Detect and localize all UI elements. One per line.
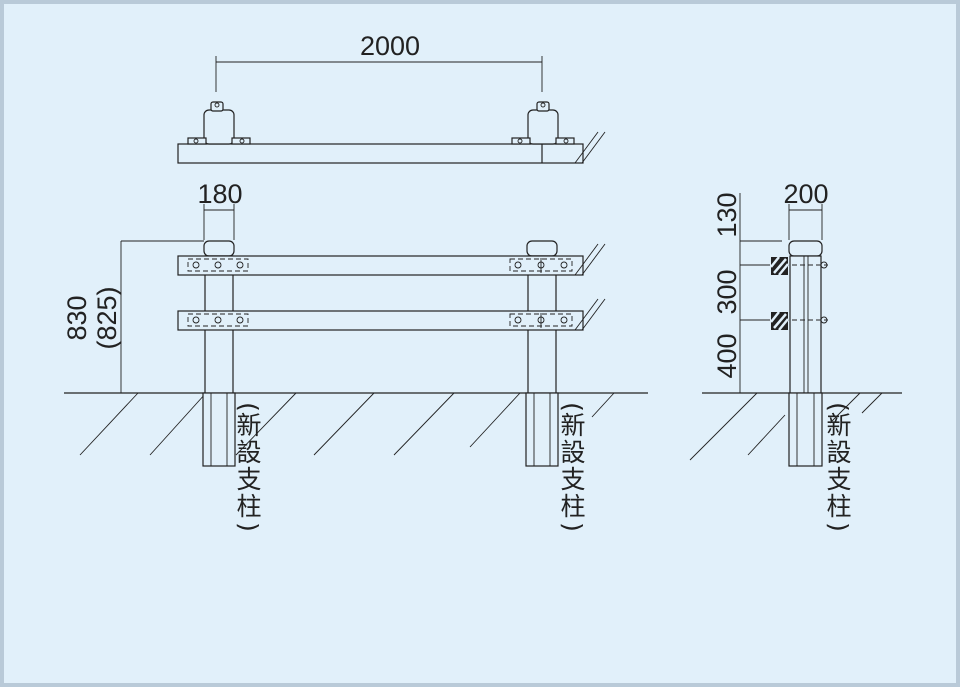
side-post-cap xyxy=(788,240,823,257)
guardrail-drawing: 2000 180 xyxy=(62,31,902,532)
plan-post-cap xyxy=(203,109,235,145)
side-ground-hatch xyxy=(689,392,883,461)
side-rail-lower-section xyxy=(770,311,789,331)
post-note-right-text: 新設支柱 xyxy=(826,411,851,521)
post-note-left: ( ) 新設支柱 xyxy=(234,402,263,532)
side-post-width-label: 200 xyxy=(783,179,828,209)
plan-rail-beam xyxy=(177,143,584,164)
post-note-middle-text: 新設支柱 xyxy=(560,411,585,521)
side-post-body xyxy=(789,255,822,394)
front-post-embedded xyxy=(202,392,236,467)
plan-post-left xyxy=(187,101,251,145)
side-gap-top-label: 130 xyxy=(712,192,742,237)
front-post-cap xyxy=(203,240,235,257)
svg-text:): ) xyxy=(824,522,853,532)
front-post-cap xyxy=(526,240,558,257)
side-post-embedded xyxy=(788,392,823,467)
post-note-left-text: 新設支柱 xyxy=(236,411,261,521)
svg-text:): ) xyxy=(234,522,263,532)
plan-post-right xyxy=(511,101,575,145)
plan-view: 2000 xyxy=(177,31,606,164)
front-ground-hatch xyxy=(79,392,615,456)
plan-break-mark xyxy=(581,131,606,164)
front-height-label: 830 xyxy=(62,295,92,340)
drawing-frame: 2000 180 xyxy=(4,4,956,683)
side-post xyxy=(784,240,828,467)
front-post-width-label: 180 xyxy=(197,179,242,209)
side-rail-upper-section xyxy=(770,256,789,276)
plan-post-cap xyxy=(527,109,559,145)
front-rail-upper xyxy=(177,243,606,276)
side-gap-mid-label: 300 xyxy=(712,269,742,314)
front-rail-lower xyxy=(177,298,606,331)
svg-text:(: ( xyxy=(824,402,853,412)
svg-text:(: ( xyxy=(558,402,587,412)
svg-text:): ) xyxy=(558,522,587,532)
side-view: 200 130 300 400 xyxy=(689,179,902,532)
side-gap-bottom-label: 400 xyxy=(712,333,742,378)
front-height-alt-label: (825) xyxy=(92,286,122,349)
svg-text:(: ( xyxy=(234,402,263,412)
front-post-embedded xyxy=(525,392,559,467)
post-note-right: ( ) 新設支柱 xyxy=(824,402,853,532)
post-note-middle: ( ) 新設支柱 xyxy=(558,402,587,532)
plan-break-mark xyxy=(574,131,599,164)
plan-width-label: 2000 xyxy=(360,31,420,61)
front-view: 180 830 (825) xyxy=(62,179,648,532)
